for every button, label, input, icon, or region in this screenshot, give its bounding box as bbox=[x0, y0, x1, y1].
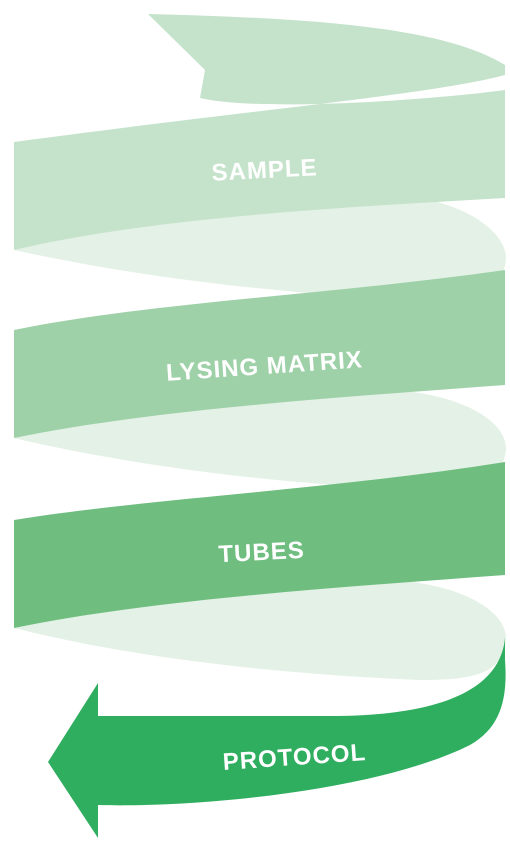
band-tubes bbox=[14, 462, 505, 628]
band-lysing-matrix bbox=[14, 270, 505, 438]
band-sample bbox=[14, 14, 505, 250]
step-label-tubes: TUBES bbox=[218, 537, 306, 568]
step-label-sample: SAMPLE bbox=[211, 154, 318, 187]
band-protocol bbox=[48, 638, 506, 838]
